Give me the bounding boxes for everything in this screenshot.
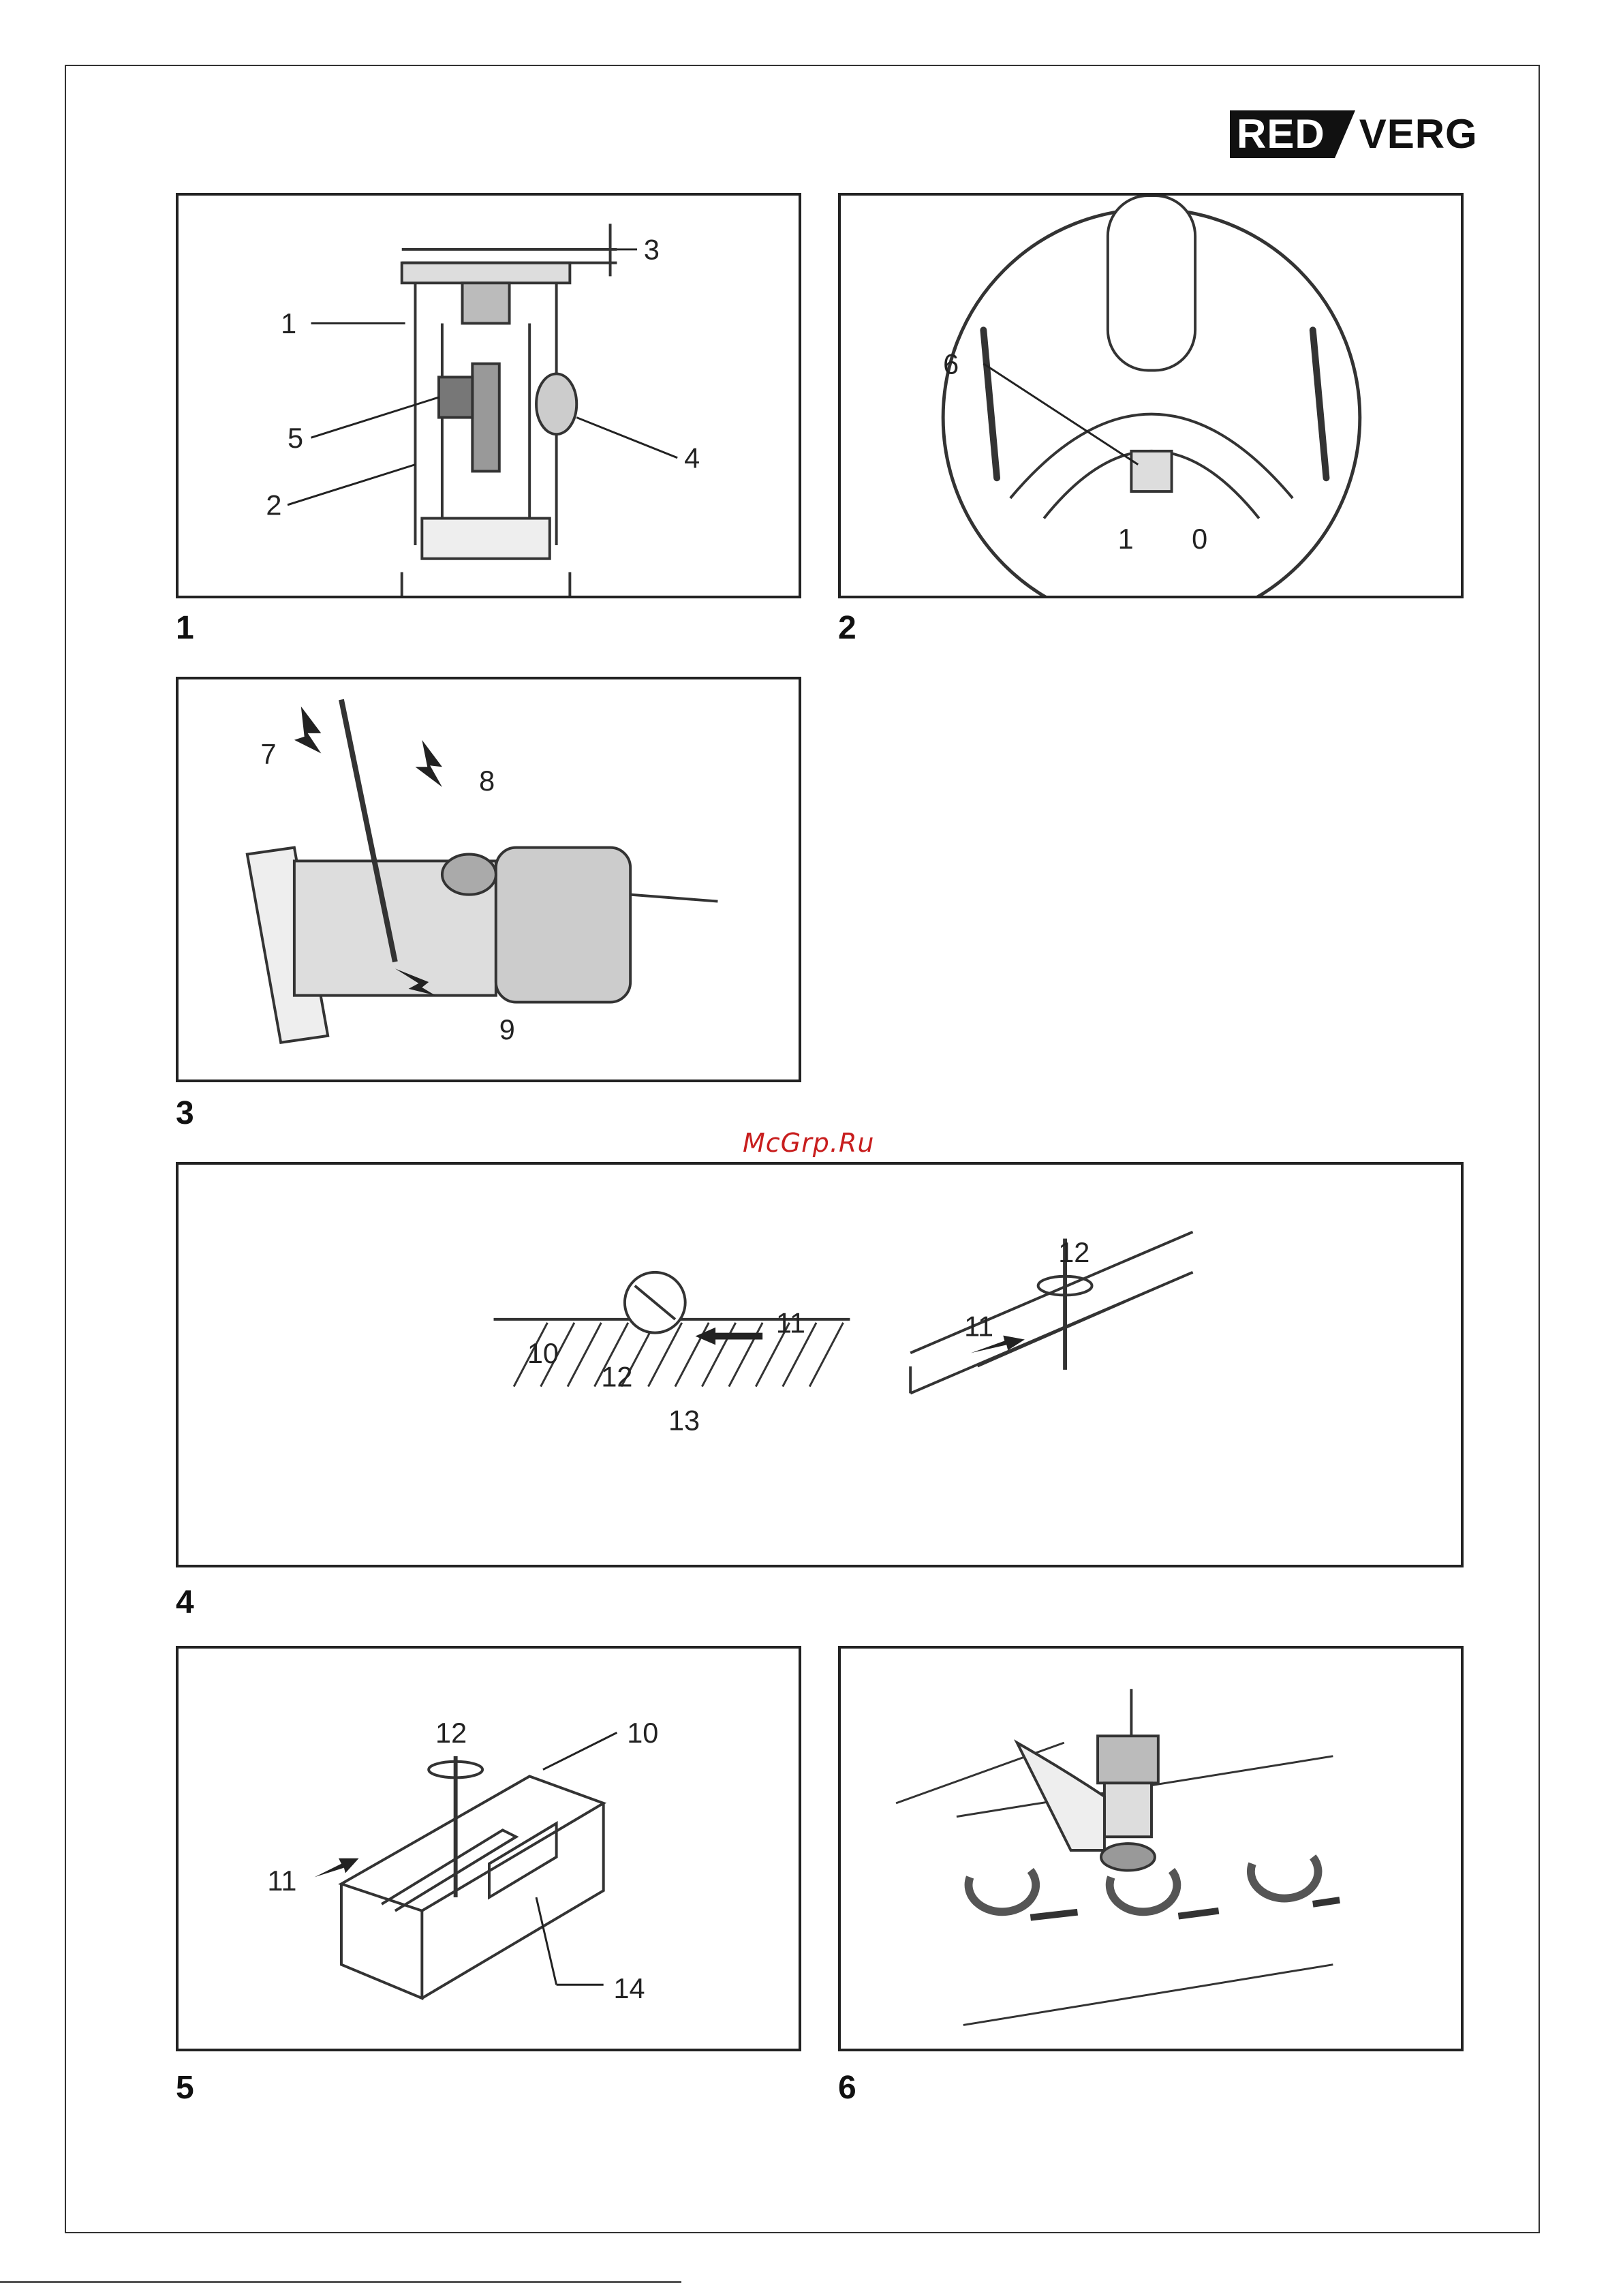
watermark: McGrp.Ru	[743, 1128, 874, 1158]
figure-3-callout-8: 8	[479, 765, 495, 797]
figure-2-switch-mark-off: 0	[1192, 523, 1207, 555]
figure-1-callout-3: 3	[644, 234, 660, 266]
figure-1-callout-5: 5	[288, 422, 303, 454]
figure-6-caption: 6	[838, 2072, 856, 2104]
figure-4-callout-11-right: 11	[964, 1311, 993, 1343]
brand-logo-notch	[1335, 110, 1355, 158]
figure-2-callout-6: 6	[943, 348, 959, 380]
figure-5-callout-12: 12	[435, 1717, 467, 1749]
figure-3-panel: 7 8 9	[176, 677, 801, 1082]
figure-1-panel: 1 2 3 4 5	[176, 193, 801, 598]
figure-5-callout-14: 14	[613, 1972, 645, 2004]
figure-4-panel: 10 11 12 13 11 12	[176, 1162, 1464, 1567]
figure-5-caption: 5	[176, 2072, 194, 2104]
figure-3-callout-9: 9	[499, 1013, 515, 1045]
brand-logo-verg: VERG	[1355, 110, 1478, 158]
figure-4-callout-12-left: 12	[601, 1361, 632, 1393]
figure-4-callout-12-right: 12	[1058, 1236, 1089, 1268]
figure-4-feed-direction: 10 11 12 13 11 12	[179, 1165, 1461, 1565]
figure-2-panel: 6 1 0	[838, 193, 1464, 598]
figure-1-caption: 1	[176, 612, 194, 645]
figure-5-edge-guide: 10 11 12 14	[179, 1649, 799, 2049]
figure-2-caption: 2	[838, 612, 856, 645]
figure-5-panel: 10 11 12 14	[176, 1646, 801, 2051]
figure-1-callout-1: 1	[281, 307, 296, 339]
figure-1-router-side-view: 1 2 3 4 5	[179, 196, 799, 596]
figure-1-callout-4: 4	[684, 442, 700, 474]
figure-3-callout-7: 7	[261, 737, 277, 769]
figure-1-callout-2: 2	[266, 489, 281, 521]
figure-4-callout-10: 10	[527, 1337, 559, 1369]
figure-6-freehand-routing	[841, 1649, 1461, 2049]
figure-4-callout-13: 13	[668, 1405, 700, 1437]
brand-logo: RED VERG	[1230, 110, 1478, 158]
figure-3-bit-change: 7 8 9	[179, 679, 799, 1080]
figure-5-callout-11: 11	[267, 1865, 296, 1897]
figure-2-switch-view: 6 1 0	[841, 196, 1461, 596]
figure-4-callout-11-left: 11	[776, 1307, 805, 1339]
figure-4-caption: 4	[176, 1587, 194, 1619]
footer-rule	[0, 2281, 681, 2283]
figure-5-callout-10: 10	[627, 1717, 658, 1749]
brand-logo-red: RED	[1230, 110, 1335, 158]
figure-3-caption: 3	[176, 1097, 194, 1130]
figure-6-panel	[838, 1646, 1464, 2051]
figure-2-switch-mark-on: 1	[1118, 523, 1134, 555]
